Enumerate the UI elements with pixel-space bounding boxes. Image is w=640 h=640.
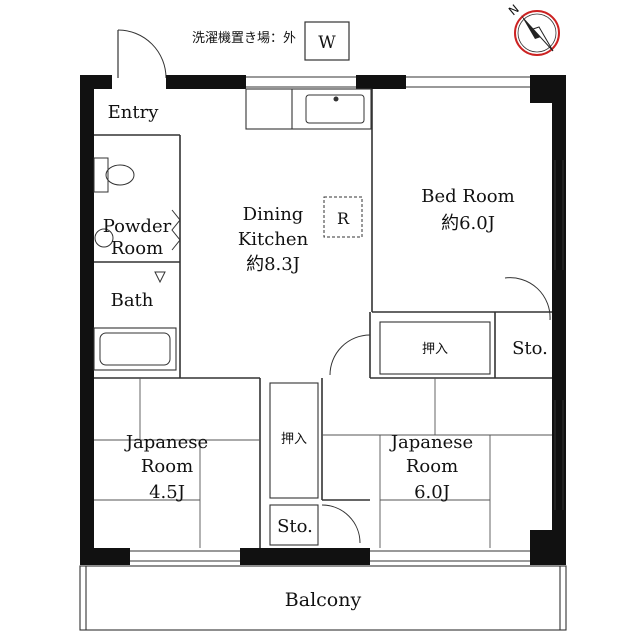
svg-text:N: N bbox=[506, 2, 522, 18]
bed-label: Bed Room bbox=[421, 186, 514, 207]
storage-bed-label: Sto. bbox=[512, 338, 548, 359]
jp-right-label-1: Japanese bbox=[389, 432, 473, 453]
tatami-right bbox=[322, 378, 552, 548]
bath-door bbox=[134, 261, 168, 284]
windows bbox=[130, 76, 564, 562]
door-swings bbox=[186, 277, 551, 544]
bathtub-icon bbox=[93, 327, 177, 371]
fridge-icon: R bbox=[323, 196, 363, 238]
dk-label-1: Dining bbox=[243, 204, 304, 225]
dk-size: 約8.3J bbox=[246, 254, 300, 275]
bed-size: 約6.0J bbox=[441, 213, 495, 234]
entry-door bbox=[117, 29, 167, 79]
tatami-left bbox=[94, 378, 260, 548]
balcony bbox=[79, 565, 567, 631]
toilet-icon bbox=[93, 157, 135, 193]
jp-right-label-2: Room bbox=[406, 456, 458, 477]
powder-sink bbox=[94, 209, 181, 251]
jp-left-label-2: Room bbox=[141, 456, 193, 477]
bath-label: Bath bbox=[111, 290, 154, 311]
fridge-label: R bbox=[337, 209, 350, 228]
closet-boxes bbox=[269, 321, 491, 546]
dk-label-2: Kitchen bbox=[238, 229, 309, 250]
powder-label-2: Room bbox=[111, 238, 163, 259]
storage-mid-label: Sto. bbox=[277, 516, 313, 537]
powder-label-1: Powder bbox=[103, 216, 172, 237]
exterior-walls bbox=[80, 75, 566, 565]
jp-left-size: 4.5J bbox=[149, 482, 185, 503]
closet-bed-label: 押入 bbox=[422, 342, 448, 357]
closet-mid-label: 押入 bbox=[281, 432, 307, 447]
washer-icon: W bbox=[304, 21, 350, 61]
compass-icon: N bbox=[506, 2, 560, 56]
entry-label: Entry bbox=[108, 102, 160, 123]
balcony-label: Balcony bbox=[285, 589, 362, 611]
interior-walls bbox=[94, 89, 552, 548]
jp-left-label-1: Japanese bbox=[124, 432, 208, 453]
kitchen-counter bbox=[245, 88, 372, 130]
sink-icon bbox=[305, 94, 365, 124]
washer-label: W bbox=[318, 33, 336, 53]
washer-note: 洗濯機置き場：外 bbox=[192, 31, 296, 46]
jp-right-size: 6.0J bbox=[414, 482, 450, 503]
